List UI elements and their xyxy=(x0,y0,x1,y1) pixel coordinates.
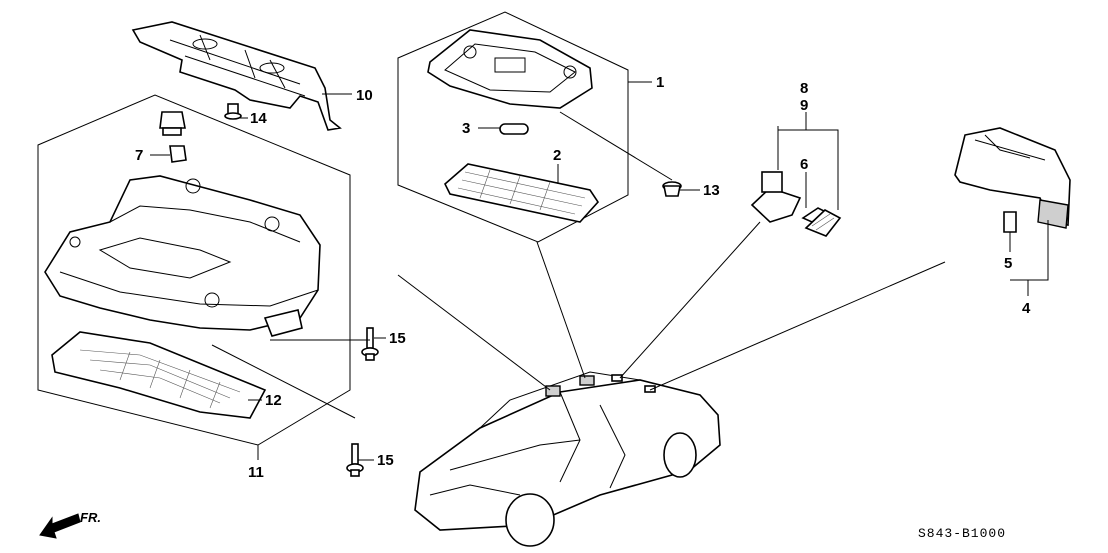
callout-8: 8 xyxy=(800,80,808,97)
callout-5: 5 xyxy=(1004,255,1012,272)
callout-13: 13 xyxy=(703,182,720,199)
callout-15-upper: 15 xyxy=(389,330,406,347)
callout-3: 3 xyxy=(462,120,470,137)
front-label: FR. xyxy=(80,510,101,525)
callout-7: 7 xyxy=(135,147,143,164)
callout-1: 1 xyxy=(656,74,664,91)
assembly-outline-center xyxy=(397,11,629,243)
callout-9: 9 xyxy=(800,97,808,114)
callout-11: 11 xyxy=(248,464,264,481)
callout-10: 10 xyxy=(356,87,373,104)
console-housing-part xyxy=(44,175,321,337)
console-lens-part xyxy=(51,331,267,419)
callout-12: 12 xyxy=(265,392,282,409)
front-direction-arrow: FR. xyxy=(39,510,101,539)
callout-15-lower: 15 xyxy=(377,452,394,469)
clip-part xyxy=(224,103,242,120)
trunk-light-part xyxy=(954,127,1071,233)
callout-2: 2 xyxy=(553,147,561,164)
map-light-lens-part xyxy=(444,163,600,223)
assembly-outline-left xyxy=(37,94,351,446)
screw-part-lower xyxy=(346,443,364,477)
bulb-socket-part xyxy=(159,111,187,163)
roof-bracket-part xyxy=(131,21,342,131)
screw-part-upper xyxy=(361,327,379,361)
vanity-light-part xyxy=(750,171,842,237)
bulb-part xyxy=(499,123,529,135)
callouts: 10 14 7 11 12 15 15 1 2 3 13 8 9 6 5 4 xyxy=(135,74,1031,481)
callout-6: 6 xyxy=(800,156,808,173)
leader-lines xyxy=(150,81,1049,461)
diagram-code: S843-B1000 xyxy=(918,526,1006,541)
car-illustration xyxy=(414,371,721,547)
grommet-part xyxy=(662,181,682,197)
callout-14: 14 xyxy=(250,110,267,127)
map-light-housing-part xyxy=(427,29,593,109)
callout-4: 4 xyxy=(1022,300,1031,317)
